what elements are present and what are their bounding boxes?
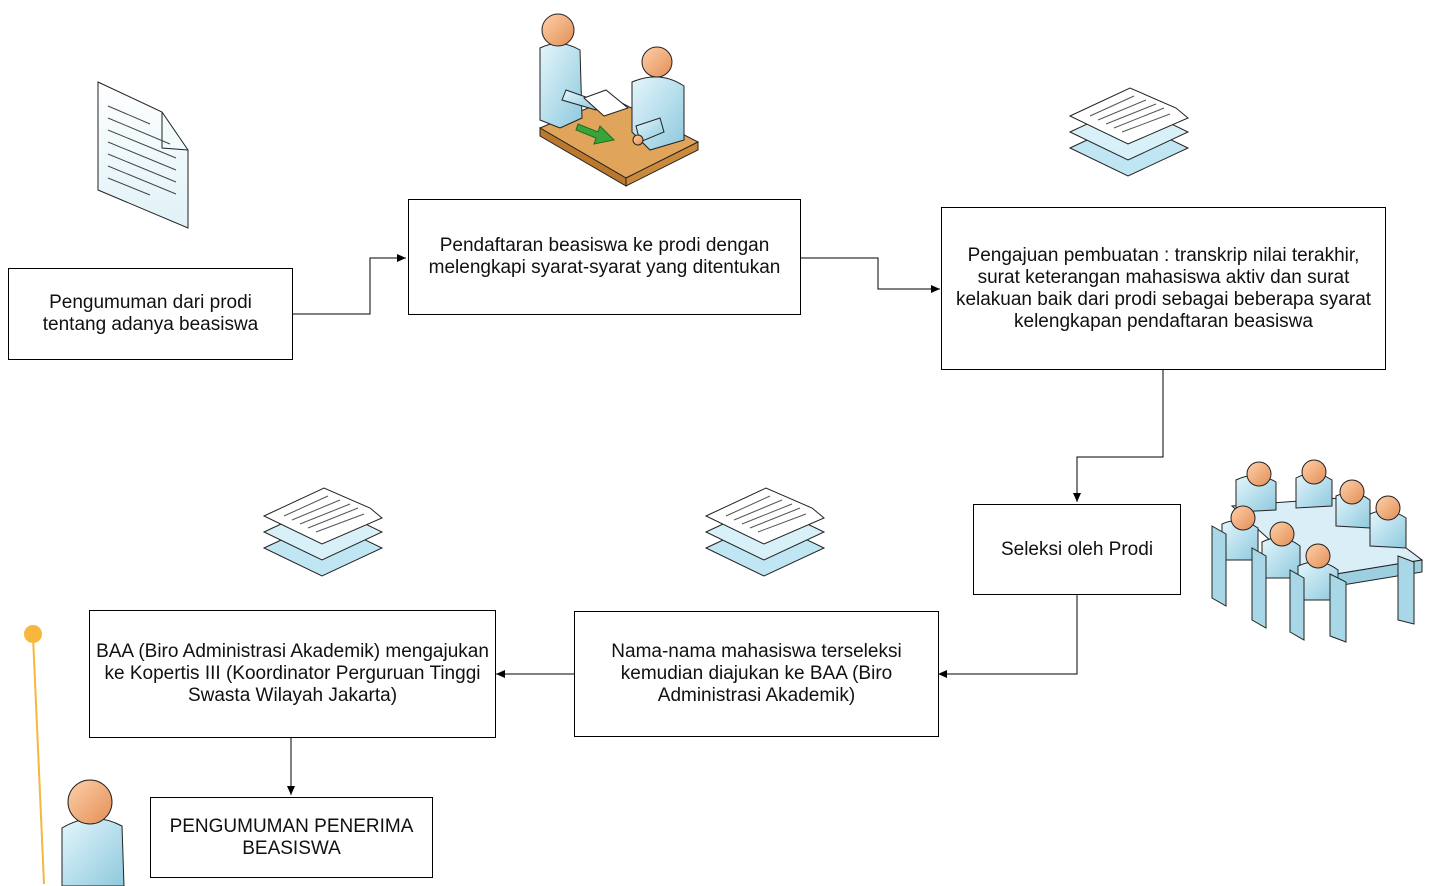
connector-selection-submission [938, 594, 1078, 678]
step-registration: Pendaftaran beasiswa ke prodi dengan mel… [408, 199, 801, 315]
connectors [287, 254, 1164, 795]
person-icon [61, 779, 125, 886]
connector-registration-documents [800, 257, 940, 293]
handover-people-icon [538, 13, 700, 187]
document-stack-icon [704, 487, 826, 577]
step-submission-to-baa-text: Nama-nama mahasiswa terseleksi kemudian … [611, 641, 902, 706]
step-announcement-text: Pengumuman dari prodi tentang adanya bea… [42, 292, 259, 335]
step-document-request-text: Pengajuan pembuatan : transkrip nilai te… [955, 244, 1372, 332]
step-result-announcement: PENGUMUMAN PENERIMA BEASISWA [150, 797, 433, 878]
step-baa-to-kopertis: BAA (Biro Administrasi Akademik) mengaju… [89, 610, 496, 738]
document-stack-icon [262, 487, 384, 577]
step-registration-text: Pendaftaran beasiswa ke prodi dengan mel… [428, 235, 781, 278]
step-announcement: Pengumuman dari prodi tentang adanya bea… [8, 268, 293, 360]
document-stack-icon [1068, 87, 1190, 177]
step-document-request: Pengajuan pembuatan : transkrip nilai te… [941, 207, 1386, 370]
step-selection-text: Seleksi oleh Prodi [1000, 538, 1154, 560]
connector-announcement-registration [291, 254, 406, 315]
connector-documents-selection [1073, 370, 1164, 502]
pointer-marker [24, 625, 45, 885]
step-submission-to-baa: Nama-nama mahasiswa terseleksi kemudian … [574, 611, 939, 737]
step-baa-to-kopertis-text: BAA (Biro Administrasi Akademik) mengaju… [96, 641, 489, 706]
step-result-announcement-text: PENGUMUMAN PENERIMA BEASISWA [169, 815, 414, 859]
step-selection: Seleksi oleh Prodi [973, 504, 1181, 595]
meeting-table-icon [1211, 459, 1424, 643]
document-icon [97, 81, 189, 229]
